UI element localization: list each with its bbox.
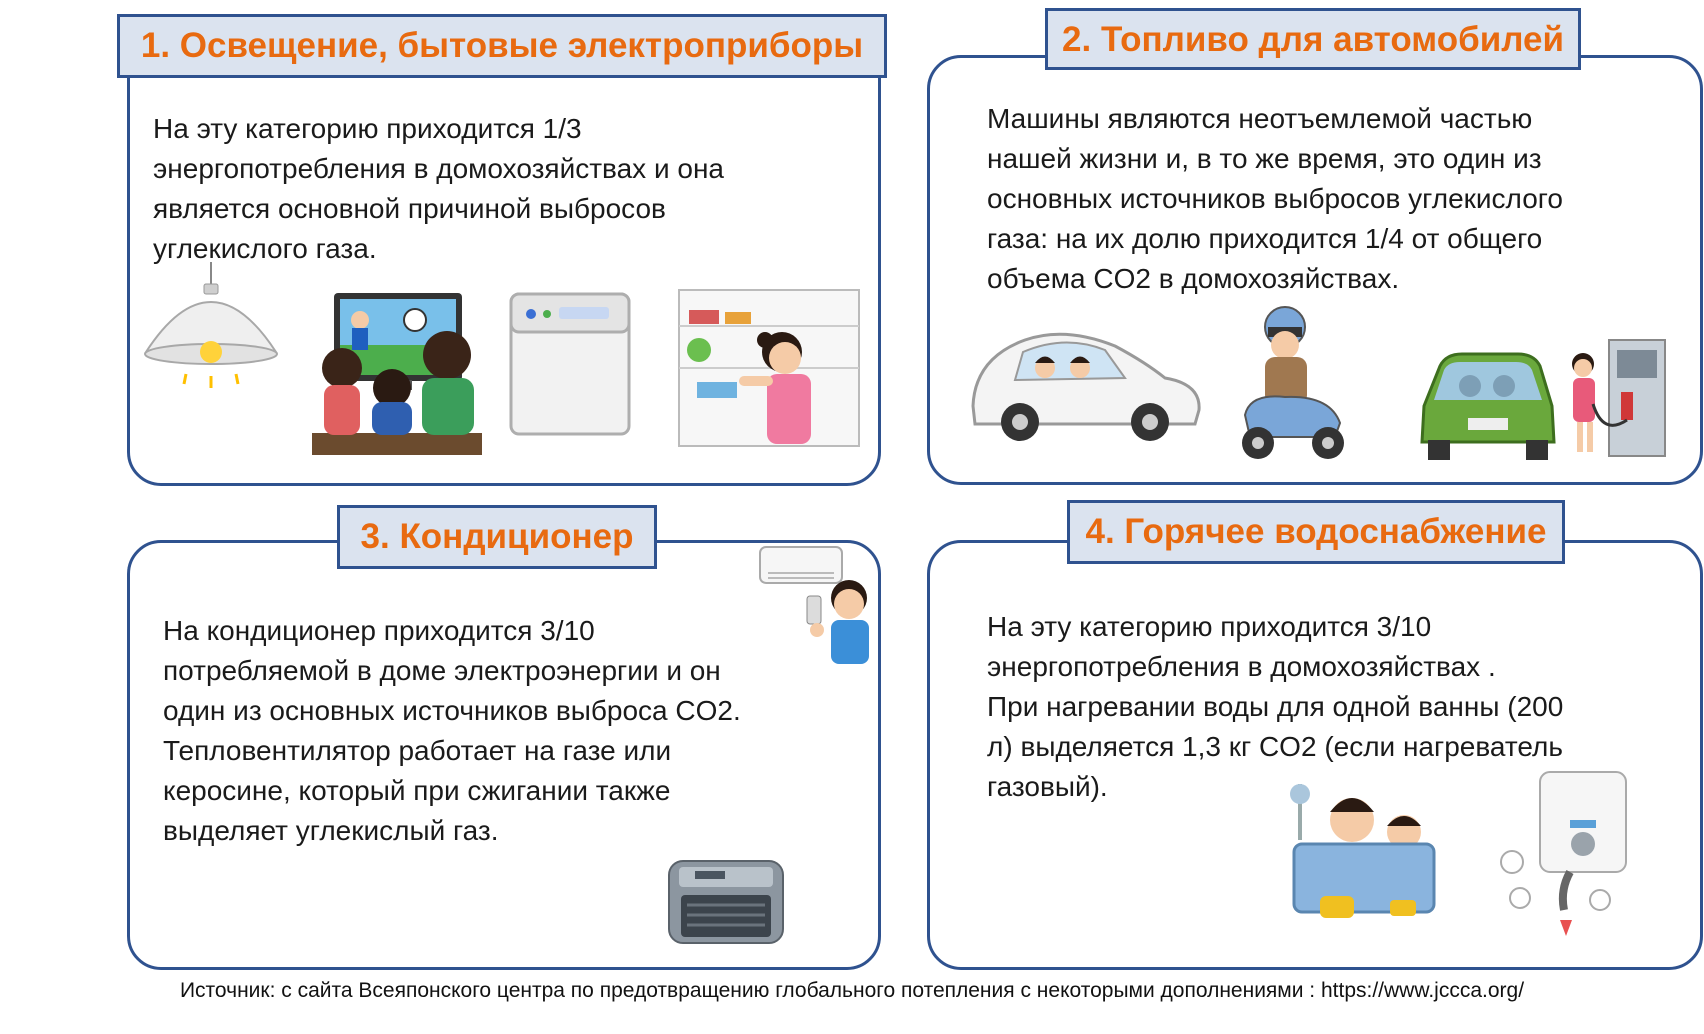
green-car-icon: [1420, 352, 1556, 460]
section-1-title: 1. Освещение, бытовые электроприборы: [117, 14, 887, 78]
section-4-text: На эту категорию приходится 3/10 энергоп…: [987, 607, 1563, 807]
text-line: выделяет углекислый газ.: [163, 815, 499, 846]
text-line: углекислого газа.: [153, 233, 377, 264]
water-heater-icon: [1500, 771, 1627, 936]
text-line: является основной причиной выбросов: [153, 193, 666, 224]
text-line: На эту категорию приходится 1/3: [153, 113, 582, 144]
text-line: объема CO2 в домохозяйствах.: [987, 263, 1400, 294]
text-line: потребляемой в доме электроэнергии и он: [163, 655, 721, 686]
scooter-icon: [1242, 306, 1344, 459]
person-with-remote-icon: [806, 580, 869, 664]
fuel-pump-icon: [1572, 339, 1666, 457]
text-line: газовый).: [987, 771, 1108, 802]
washing-machine-icon: [509, 292, 631, 436]
text-line: энергопотребления в домохозяйствах и она: [153, 153, 724, 184]
section-2-text: Машины являются неотъемлемой частью наше…: [987, 99, 1563, 299]
text-line: керосине, который при сжигании также: [163, 775, 671, 806]
fan-heater-icon: [668, 860, 784, 944]
text-line: нашей жизни и, в то же время, это один и…: [987, 143, 1542, 174]
source-caption: Источник: с сайта Всеяпонского центра по…: [179, 979, 1525, 1002]
ceiling-lamp-icon: [144, 262, 278, 388]
text-line: энергопотребления в домохозяйствах .: [987, 651, 1496, 682]
tv-family-icon: [312, 293, 482, 455]
section-4-title: 4. Горячее водоснабжение: [1067, 500, 1565, 564]
text-line: Машины являются неотъемлемой частью: [987, 103, 1533, 134]
text-line: На кондиционер приходится 3/10: [163, 615, 595, 646]
text-line: При нагревании воды для одной ванны (200: [987, 691, 1564, 722]
text-line: газа: на их долю приходится 1/4 от общег…: [987, 223, 1543, 254]
text-line: На эту категорию приходится 3/10: [987, 611, 1432, 642]
text-line: Тепловентилятор работает на газе или: [163, 735, 672, 766]
text-line: один из основных источников выброса CO2.: [163, 695, 741, 726]
section-1-text: На эту категорию приходится 1/3 энергопо…: [153, 109, 724, 269]
text-line: основных источников выбросов углекислого: [987, 183, 1563, 214]
text-line: л) выделяется 1,3 кг CO2 (если нагревате…: [987, 731, 1563, 762]
car-icon: [971, 332, 1201, 441]
air-conditioner-icon: [759, 546, 843, 584]
section-2-title: 2. Топливо для автомобилей: [1045, 8, 1581, 70]
section-3-title: 3. Кондиционер: [337, 505, 657, 569]
refrigerator-icon: [678, 289, 860, 447]
section-3-text: На кондиционер приходится 3/10 потребляе…: [163, 611, 741, 851]
bath-family-icon: [1290, 784, 1436, 918]
